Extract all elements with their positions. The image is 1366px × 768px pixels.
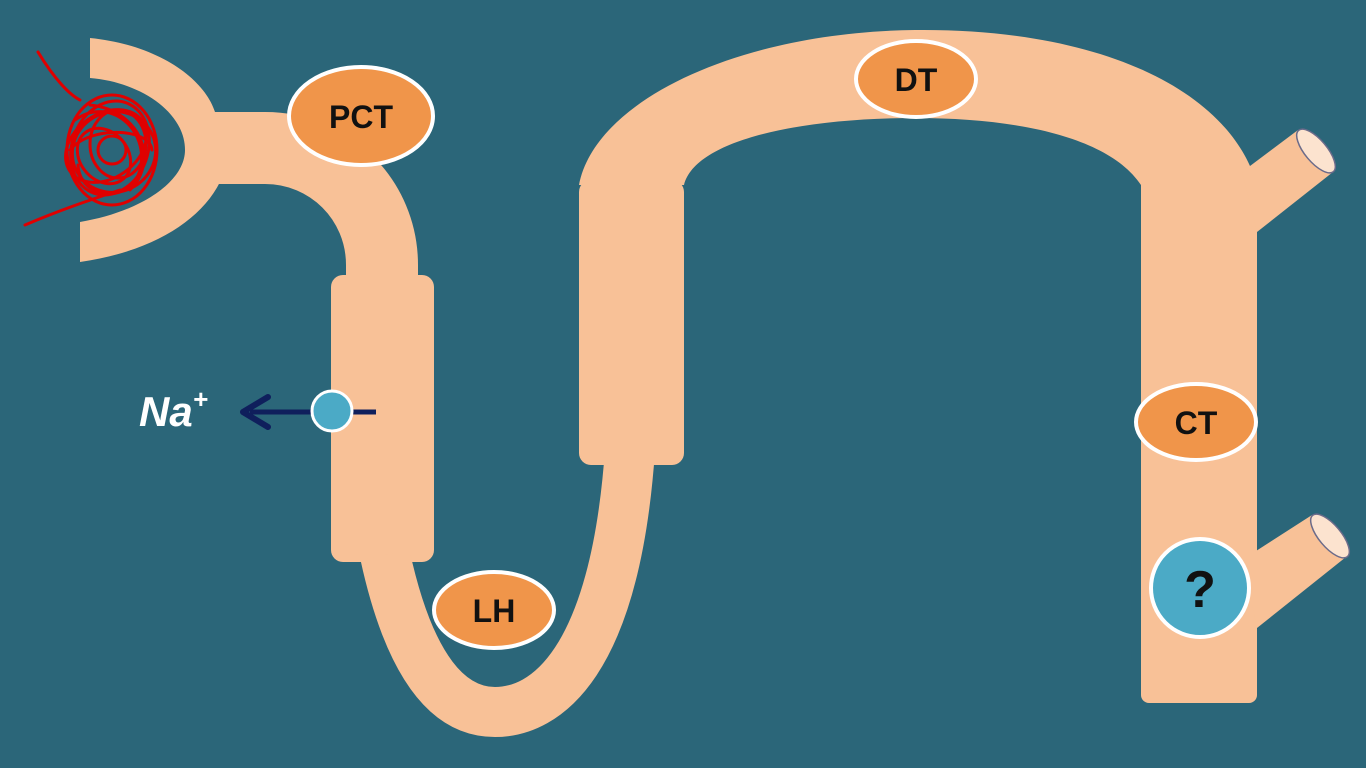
label-unknown: ? [1149, 537, 1251, 639]
label-lh: LH [432, 570, 556, 650]
sodium-transport: Na+ [139, 384, 376, 435]
label-dt: DT [854, 39, 978, 119]
transporter-channel [310, 389, 354, 433]
transport-arrow-head-icon [240, 394, 271, 430]
lower-connecting-duct [1242, 513, 1351, 628]
sodium-ion-label: Na+ [139, 384, 208, 435]
upper-connecting-duct [1242, 128, 1337, 232]
glomerulus-scribble [23, 50, 159, 227]
question-mark-icon: ? [1184, 561, 1216, 619]
label-dt-text: DT [895, 62, 938, 98]
proximal-convoluted-tubule [200, 112, 418, 290]
label-pct-text: PCT [329, 99, 393, 135]
loop-of-henle [360, 448, 655, 738]
descending-thick-segment [331, 275, 434, 562]
label-pct: PCT [287, 65, 435, 167]
bowman-capsule [80, 38, 220, 262]
ion-charge: + [193, 384, 208, 414]
label-ct: CT [1134, 382, 1258, 462]
ion-symbol: Na [139, 388, 193, 435]
label-ct-text: CT [1175, 405, 1218, 441]
ascending-thick-segment [579, 180, 684, 465]
label-lh-text: LH [473, 593, 516, 629]
